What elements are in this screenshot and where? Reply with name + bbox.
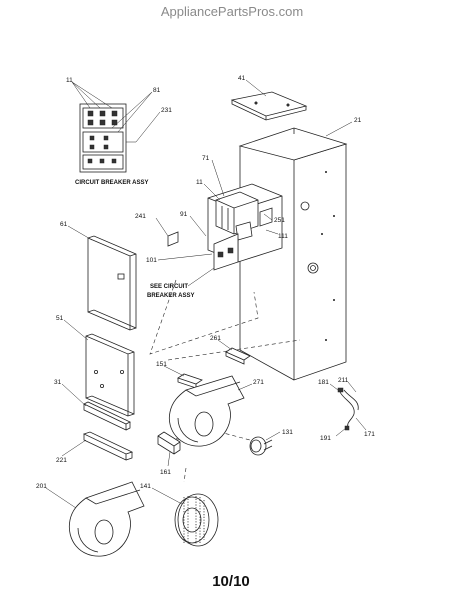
label-271: 271 (253, 379, 264, 386)
label-131: 131 (282, 429, 293, 436)
wiring-harness (329, 381, 367, 437)
label-101: 101 (146, 257, 157, 264)
blower-wheel (151, 487, 219, 547)
label-181: 181 (318, 379, 329, 386)
label-91: 91 (180, 211, 188, 218)
circuit-breaker-caption: CIRCUIT BREAKER ASSY (75, 180, 148, 186)
see-circuit-breaker-line2: BREAKER ASSY (147, 293, 194, 299)
door-panel-upper (67, 225, 137, 331)
watermark: AppliancePartsPros.com (161, 4, 303, 19)
motor-mount (157, 431, 181, 467)
label-221: 221 (56, 457, 67, 464)
label-161: 161 (160, 469, 171, 476)
label-201: 201 (36, 483, 47, 490)
label-141: 141 (140, 483, 151, 490)
label-21: 21 (354, 117, 362, 124)
label-51: 51 (56, 315, 64, 322)
small-brackets (163, 339, 251, 389)
label-31: 31 (54, 379, 62, 386)
label-251: 251 (274, 217, 285, 224)
label-61: 61 (60, 221, 68, 228)
label-11-transformer: 11 (196, 179, 203, 186)
label-11: 11 (66, 77, 73, 84)
label-231: 231 (161, 107, 172, 114)
label-71: 71 (202, 155, 210, 162)
label-241: 241 (135, 213, 146, 220)
see-circuit-breaker-line1: SEE CIRCUIT (150, 284, 188, 290)
label-81: 81 (153, 87, 161, 94)
circuit-breaker-assembly (71, 81, 161, 173)
label-191: 191 (320, 435, 331, 442)
capacitor (249, 431, 281, 456)
cabinet (238, 121, 353, 381)
page-number: 10/10 (212, 573, 250, 590)
filter-rails (61, 383, 134, 461)
label-151: 151 (156, 361, 167, 368)
label-211: 211 (338, 377, 349, 384)
blower-housing-lower (45, 481, 145, 557)
top-panel (230, 79, 308, 121)
label-171: 171 (364, 431, 375, 438)
blower-housing (168, 375, 253, 447)
label-111: 111 (278, 233, 288, 240)
label-261: 261 (210, 335, 221, 342)
label-41: 41 (238, 75, 246, 82)
door-panel-lower (63, 319, 135, 417)
control-box (155, 159, 283, 287)
